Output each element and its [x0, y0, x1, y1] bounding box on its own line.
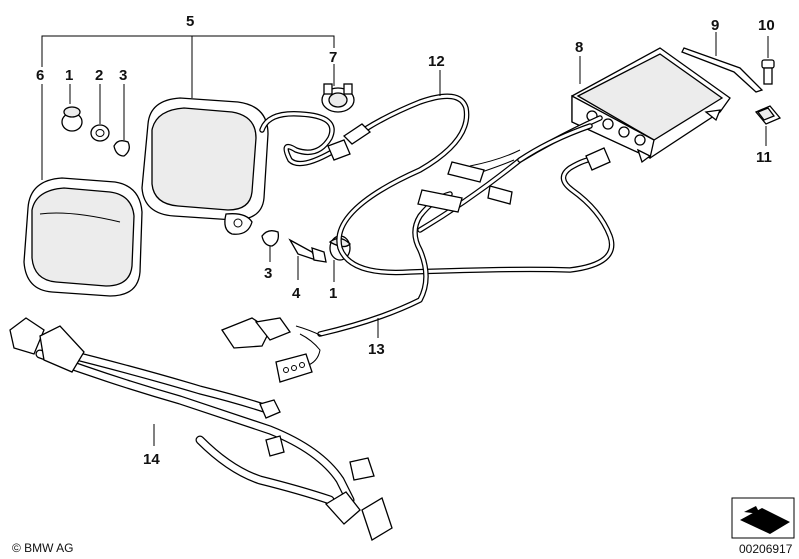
callout-3-top: 3: [119, 67, 127, 84]
callout-2: 2: [95, 67, 103, 84]
callout-11: 11: [756, 149, 772, 166]
mounting-bracket[interactable]: [9, 317, 393, 541]
control-unit[interactable]: [571, 47, 731, 164]
callout-13: 13: [368, 341, 385, 358]
corner-arrow-icon: [731, 497, 795, 539]
extension-cable[interactable]: [336, 70, 615, 276]
callout-7: 7: [329, 49, 337, 66]
washer-part-2[interactable]: [90, 84, 110, 142]
lamp-cable: [259, 111, 351, 167]
grommet-part-1[interactable]: [61, 84, 83, 132]
group-bracket: [41, 35, 335, 180]
mounting-strap[interactable]: [681, 32, 764, 93]
clip-part-3-bottom[interactable]: [261, 230, 280, 262]
wiring-harness[interactable]: [221, 115, 603, 383]
callout-3-bottom: 3: [264, 265, 272, 282]
diagram-id: 00206917: [739, 542, 793, 556]
clip-part-3-top[interactable]: [113, 84, 130, 157]
callout-9: 9: [711, 17, 719, 34]
fog-lamp-large[interactable]: [141, 97, 269, 235]
copyright-text: © BMW AG: [12, 541, 74, 555]
clip-nut[interactable]: [754, 105, 782, 146]
bolt-part-4[interactable]: [288, 238, 327, 280]
callout-6: 6: [36, 67, 44, 84]
callout-14: 14: [143, 451, 160, 468]
fog-lamp-small[interactable]: [23, 177, 143, 297]
screw[interactable]: [761, 36, 775, 85]
callout-1-bottom: 1: [329, 285, 337, 302]
callout-12: 12: [428, 53, 445, 70]
callout-5: 5: [186, 13, 194, 30]
bulb-socket[interactable]: [321, 64, 355, 113]
callout-10: 10: [758, 17, 775, 34]
callout-1-top: 1: [65, 67, 73, 84]
callout-8: 8: [575, 39, 583, 56]
callout-4: 4: [292, 285, 301, 302]
